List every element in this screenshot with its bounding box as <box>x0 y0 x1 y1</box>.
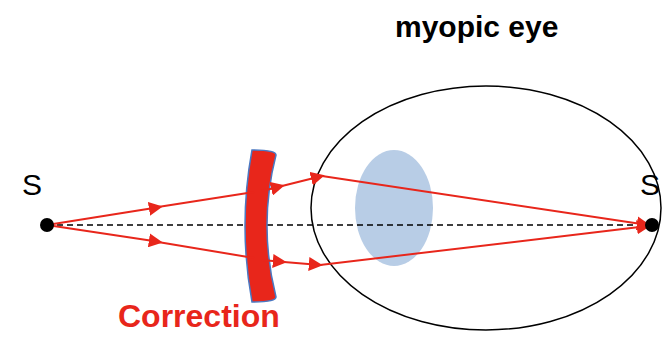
image-label: S <box>640 170 660 200</box>
correction-label: Correction <box>118 300 280 332</box>
optical-axis <box>47 224 652 226</box>
object-point <box>40 218 54 232</box>
image-point <box>645 218 659 232</box>
source-label: S <box>22 170 42 200</box>
eye-title: myopic eye <box>395 12 558 42</box>
eye-lens <box>355 150 433 266</box>
light-rays <box>47 176 648 265</box>
eye-outline <box>311 86 661 330</box>
correction-lens <box>245 150 276 302</box>
